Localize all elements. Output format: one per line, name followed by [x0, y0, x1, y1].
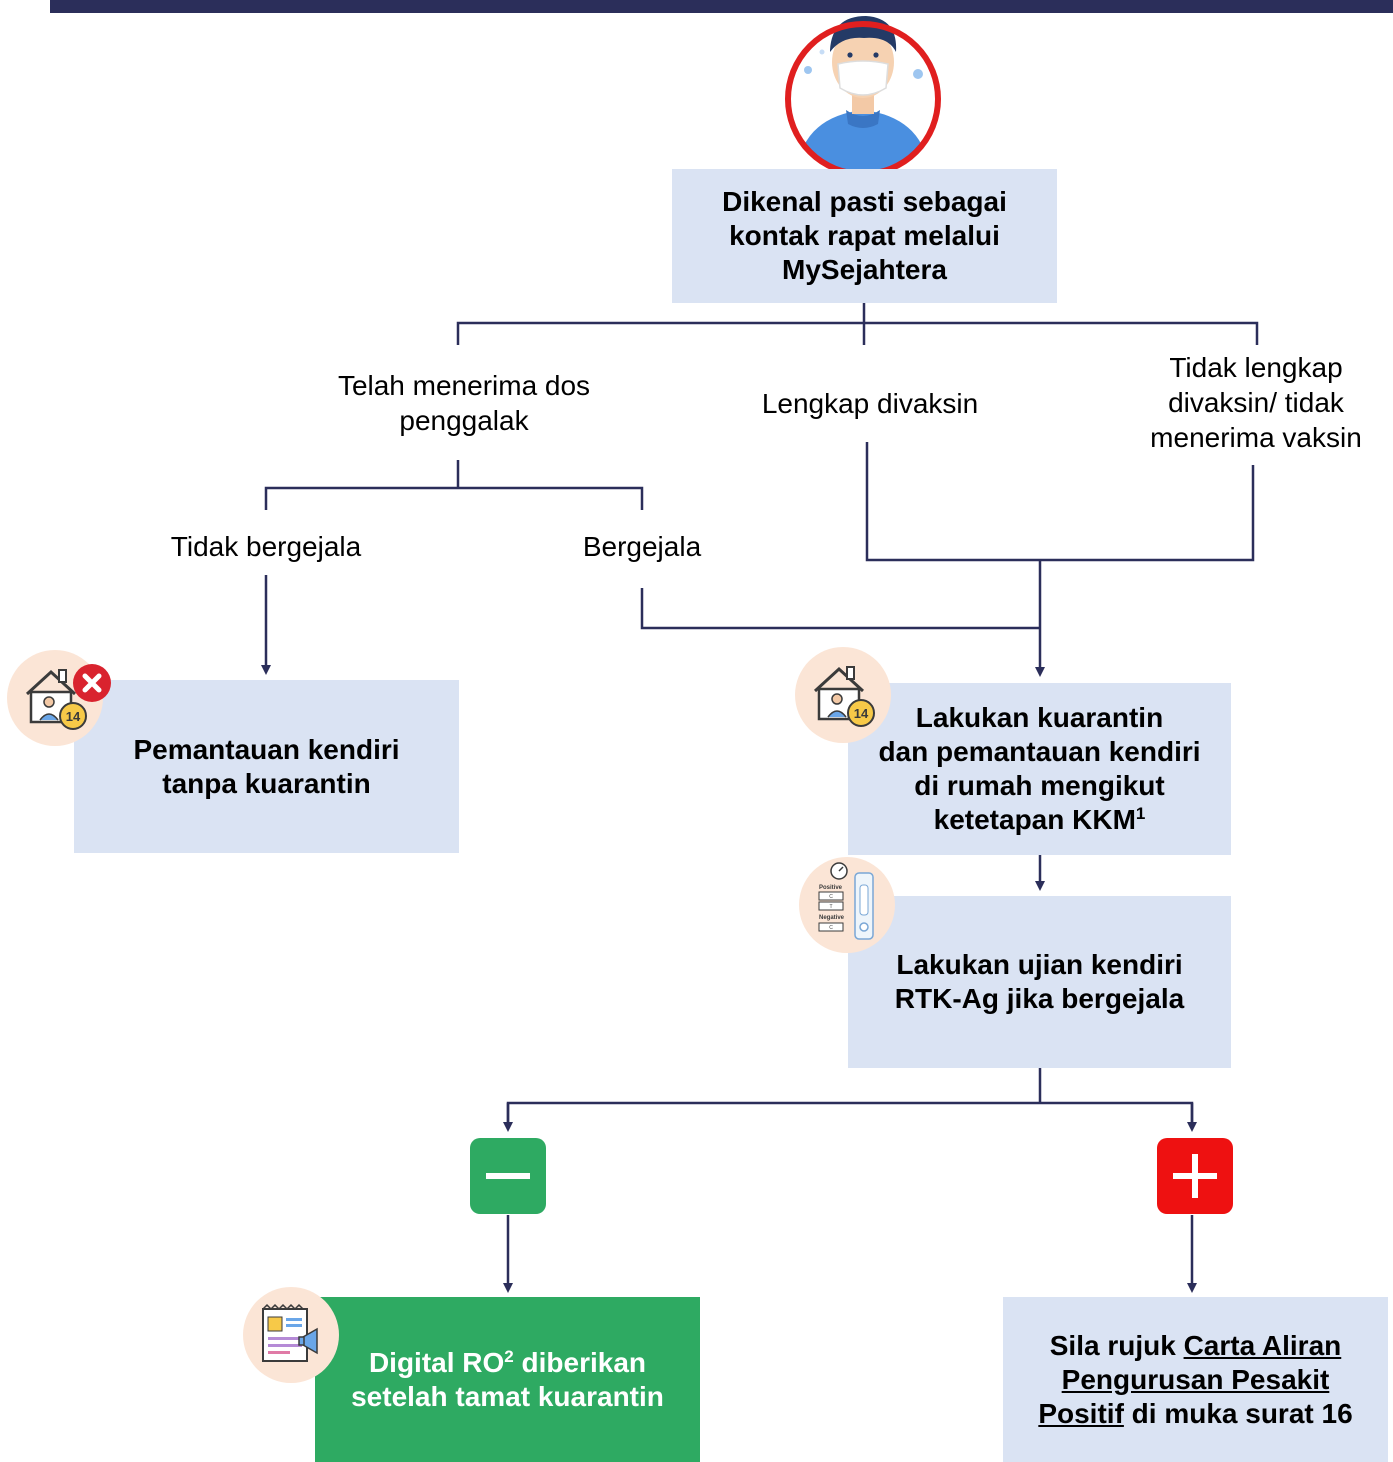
refer-line3: Positif di muka surat 16: [1038, 1397, 1352, 1431]
label-not-full-line2: divaksin/ tidak: [1168, 387, 1344, 418]
plus-icon: [1173, 1154, 1217, 1198]
digital-ro-line2: setelah tamat kuarantin: [351, 1380, 664, 1412]
refer-line2: Pengurusan Pesakit: [1038, 1363, 1352, 1397]
label-not-fully-vaccinated: Tidak lengkap divaksin/ tidak menerima v…: [1122, 350, 1390, 455]
refer-post: di muka surat 16: [1123, 1397, 1353, 1429]
label-not-full-line1: Tidak lengkap: [1169, 352, 1343, 383]
connector-result-split: [506, 1068, 1194, 1126]
kit-negative-label: Negative: [819, 915, 845, 921]
label-fully-vaccinated: Lengkap divaksin: [761, 388, 979, 419]
label-booster: Telah menerima dos penggalak: [284, 368, 644, 438]
refer-positive-box: Sila rujuk Carta Aliran Pengurusan Pesak…: [1003, 1297, 1388, 1462]
cancel-icon: [73, 664, 111, 702]
digital-ro-box: Digital RO2 diberikan setelah tamat kuar…: [315, 1297, 700, 1462]
self-test-line1: Lakukan ujian kendiri: [896, 949, 1183, 980]
connector-booster-split: [264, 460, 644, 510]
footnote-2: 2: [504, 1346, 514, 1366]
digital-certificate-icon: [243, 1287, 339, 1383]
self-test-line2: RTK-Ag jika bergejala: [894, 983, 1185, 1014]
masked-person-avatar: [782, 12, 944, 177]
self-monitor-line2: tanpa kuarantin: [162, 767, 371, 799]
quarantine-line3: di rumah mengikut: [914, 770, 1165, 801]
self-test-box: Lakukan ujian kendiri RTK-Ag jika bergej…: [848, 896, 1231, 1068]
home-quarantine-14-icon: 14: [795, 647, 891, 743]
self-monitor-line1: Pemantauan kendiri: [133, 733, 400, 765]
kit-c2-label: C: [829, 925, 833, 931]
kit-positive-label: Positive: [819, 885, 843, 891]
refer-link-line3[interactable]: Positif: [1038, 1397, 1124, 1429]
refer-pre: Sila rujuk: [1049, 1329, 1184, 1361]
top-banner-bar: [50, 0, 1393, 13]
positive-result-sign: [1157, 1138, 1233, 1214]
connector-symptomatic-merge: [640, 588, 1040, 630]
label-booster-line2: penggalak: [399, 405, 529, 436]
quarantine-line4: ketetapan KKM1: [878, 803, 1200, 837]
start-node-box: Dikenal pasti sebagai kontak rapat melal…: [672, 169, 1057, 303]
minus-icon: [486, 1173, 530, 1179]
refer-link-line1[interactable]: Carta Aliran: [1183, 1329, 1342, 1361]
refer-link-line2[interactable]: Pengurusan Pesakit: [1061, 1363, 1330, 1395]
refer-line1: Sila rujuk Carta Aliran: [1038, 1329, 1352, 1363]
connector-top-split: [456, 303, 1259, 345]
digital-ro-line1: Digital RO2 diberikan: [351, 1346, 664, 1380]
start-node-line1: Dikenal pasti sebagai: [722, 186, 1007, 217]
negative-result-sign: [470, 1138, 546, 1214]
digital-ro-pre: Digital RO: [368, 1346, 505, 1378]
label-asymptomatic: Tidak bergejala: [170, 531, 362, 562]
start-node-line3: MySejahtera: [782, 254, 947, 285]
quarantine-line4-text: ketetapan KKM: [933, 804, 1136, 835]
digital-ro-post: diberikan: [513, 1346, 647, 1378]
connector-vaccinated-merge: [865, 442, 1255, 562]
svg-text:14: 14: [66, 709, 81, 724]
label-booster-line1: Telah menerima dos: [337, 370, 591, 401]
rtk-ag-test-kit-icon: Positive C T Negative C: [799, 857, 895, 953]
quarantine-box: Lakukan kuarantin dan pemantauan kendiri…: [848, 683, 1231, 855]
quarantine-line1: Lakukan kuarantin: [915, 702, 1164, 733]
quarantine-line2: dan pemantauan kendiri: [878, 736, 1201, 767]
self-monitor-box: Pemantauan kendiri tanpa kuarantin: [74, 680, 459, 853]
footnote-1: 1: [1135, 804, 1146, 823]
label-not-full-line3: menerima vaksin: [1150, 422, 1362, 453]
masked-person-icon: [785, 16, 941, 177]
start-node-line2: kontak rapat melalui: [729, 220, 1000, 251]
svg-text:14: 14: [854, 706, 869, 721]
kit-t-label: T: [829, 904, 832, 910]
label-symptomatic: Bergejala: [582, 531, 702, 562]
kit-c-label: C: [829, 894, 833, 900]
